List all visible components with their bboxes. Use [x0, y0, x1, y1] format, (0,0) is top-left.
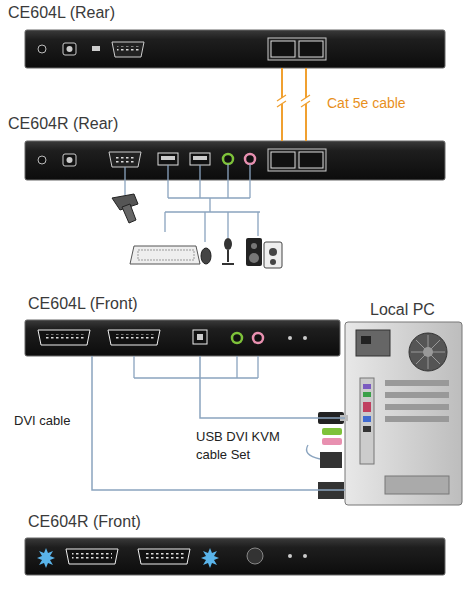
device-box: CE604R (Rear): [25, 141, 445, 180]
device-label: CE604L (Rear): [8, 4, 115, 22]
device-body: [25, 538, 445, 575]
cable-label: DVI cable: [14, 412, 70, 430]
device-label: CE604R (Rear): [8, 115, 118, 133]
device-label: CE604R (Front): [28, 513, 141, 531]
keyboard: [130, 246, 200, 264]
device-label: CE604L (Front): [28, 295, 138, 313]
speakers: [246, 238, 282, 268]
barcode-scanner: [112, 194, 138, 223]
microphone: [222, 238, 234, 264]
device-body: [25, 141, 445, 180]
cable: [92, 356, 345, 490]
device-body: [25, 30, 445, 68]
device-box: CE604L (Rear): [25, 30, 445, 68]
device-body: [25, 320, 340, 356]
cable-label: Cat 5e cable: [327, 94, 406, 113]
pc-box: Local PC: [345, 322, 462, 505]
mouse: [201, 248, 211, 264]
device-box: CE604L (Front): [25, 320, 340, 356]
cable-label: USB DVI KVM cable Set: [196, 428, 288, 463]
peripheral-wires: [125, 164, 260, 242]
cable: [200, 356, 345, 418]
cable-bracket: [134, 356, 258, 378]
device-box: CE604R (Front): [25, 538, 445, 575]
pc-tower: [345, 322, 462, 505]
cable-plugs: [307, 412, 349, 499]
device-label: Local PC: [370, 301, 435, 319]
